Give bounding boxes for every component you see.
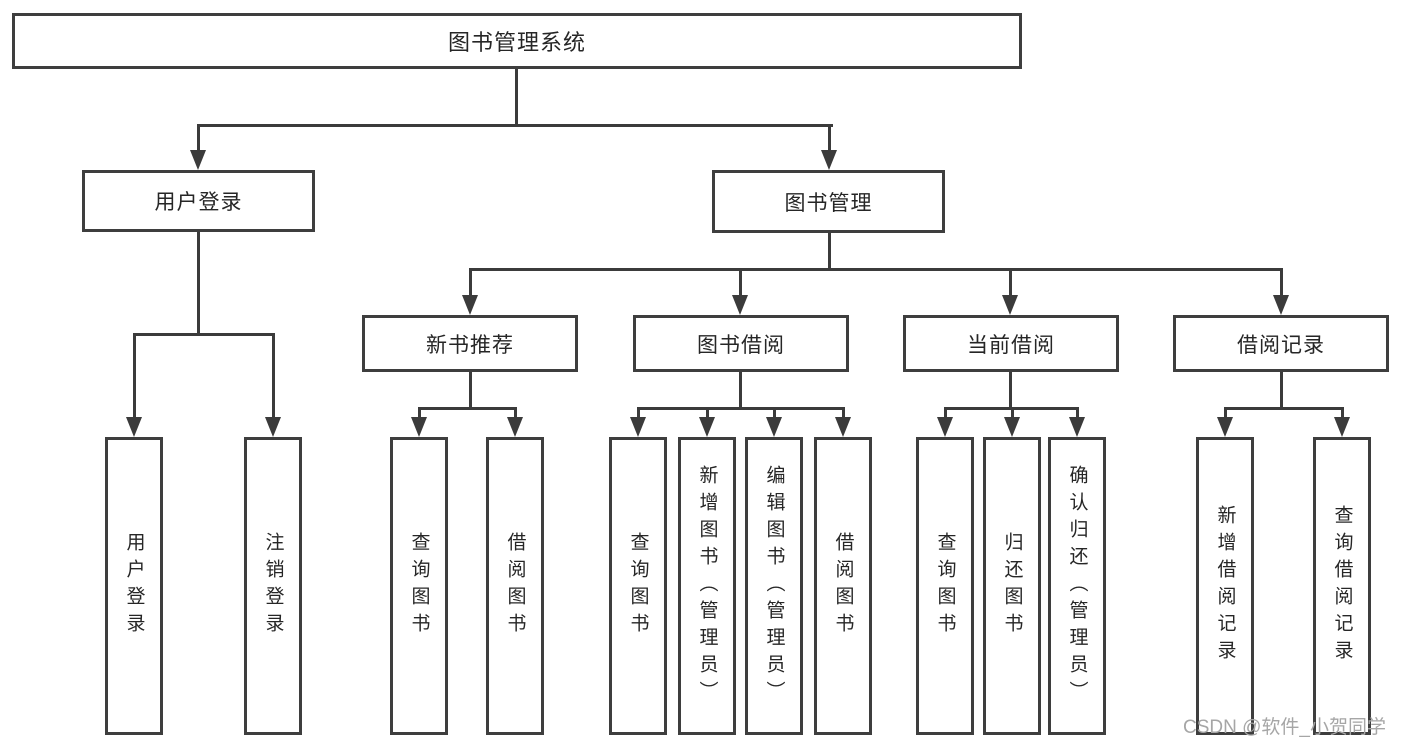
connector-borrow-records-stem	[1280, 371, 1283, 409]
leaf-query-books-3-label: 查询图书	[934, 532, 956, 640]
leaf-logout: 注销登录	[244, 437, 302, 735]
leaf-borrow-books-1-label: 借阅图书	[504, 532, 526, 640]
leaf-borrow-books-2-label: 借阅图书	[832, 532, 854, 640]
connector-branch-level2	[197, 124, 833, 127]
connector-drop-user-login	[197, 124, 200, 152]
arrowhead-leaf	[699, 417, 715, 437]
leaf-confirm-return-admin-label: 确认归还（管理员）	[1066, 464, 1088, 708]
connector-drop-leaf	[1011, 407, 1014, 419]
connector-drop-current-borrow	[1009, 268, 1012, 298]
arrowhead-borrow-records	[1273, 295, 1289, 315]
arrowhead-new-book	[462, 295, 478, 315]
node-root-label: 图书管理系统	[447, 30, 586, 55]
leaf-return-books: 归还图书	[983, 437, 1041, 735]
connector-drop-leaf-login	[133, 333, 136, 418]
connector-new-book-stem	[469, 371, 472, 409]
arrowhead-leaf	[1069, 417, 1085, 437]
arrowhead-leaf	[937, 417, 953, 437]
connector-drop-leaf	[418, 407, 421, 419]
node-book-mgmt: 图书管理	[712, 170, 945, 233]
connector-drop-leaf	[842, 407, 845, 419]
node-borrow-records: 借阅记录	[1173, 315, 1389, 372]
connector-drop-leaf-logout	[272, 333, 275, 418]
leaf-confirm-return-admin: 确认归还（管理员）	[1048, 437, 1106, 735]
connector-branch-user-login	[133, 333, 275, 336]
leaf-query-books-1: 查询图书	[390, 437, 448, 735]
node-user-login: 用户登录	[82, 170, 315, 232]
leaf-edit-books-admin: 编辑图书（管理员）	[745, 437, 803, 735]
arrowhead-leaf-logout	[265, 417, 281, 437]
arrowhead-leaf	[766, 417, 782, 437]
node-root: 图书管理系统	[12, 13, 1022, 69]
connector-book-borrow-stem	[739, 371, 742, 409]
csdn-watermark: CSDN @软件_小贺同学	[1183, 717, 1386, 738]
arrowhead-leaf-login	[126, 417, 142, 437]
leaf-borrow-books-2: 借阅图书	[814, 437, 872, 735]
leaf-query-books-1-label: 查询图书	[408, 532, 430, 640]
connector-drop-book-borrow	[739, 268, 742, 298]
leaf-add-books-admin: 新增图书（管理员）	[678, 437, 736, 735]
leaf-borrow-books-1: 借阅图书	[486, 437, 544, 735]
arrowhead-current-borrow	[1002, 295, 1018, 315]
connector-drop-leaf	[637, 407, 640, 419]
connector-branch-new-book	[418, 407, 517, 410]
node-user-login-label: 用户登录	[154, 191, 243, 214]
connector-drop-leaf	[1076, 407, 1079, 419]
leaf-query-books-2-label: 查询图书	[627, 532, 649, 640]
leaf-add-borrow-record: 新增借阅记录	[1196, 437, 1254, 735]
node-book-mgmt-label: 图书管理	[784, 191, 873, 215]
arrowhead-leaf	[507, 417, 523, 437]
connector-book-mgmt-stem	[828, 232, 831, 270]
node-book-borrow-label: 图书借阅	[697, 333, 785, 357]
connector-drop-leaf	[706, 407, 709, 419]
arrowhead-leaf	[1217, 417, 1233, 437]
connector-branch-borrow-records	[1224, 407, 1344, 410]
node-new-book-rec: 新书推荐	[362, 315, 578, 372]
leaf-user-login-label: 用户登录	[123, 532, 145, 640]
node-borrow-records-label: 借阅记录	[1237, 333, 1325, 357]
arrowhead-leaf	[411, 417, 427, 437]
node-current-borrow-label: 当前借阅	[967, 333, 1055, 357]
node-new-book-rec-label: 新书推荐	[426, 333, 514, 357]
connector-drop-leaf	[773, 407, 776, 419]
leaf-edit-books-admin-label: 编辑图书（管理员）	[763, 464, 785, 708]
leaf-query-books-2: 查询图书	[609, 437, 667, 735]
arrowhead-leaf	[835, 417, 851, 437]
connector-drop-leaf	[514, 407, 517, 419]
leaf-user-login: 用户登录	[105, 437, 163, 735]
leaf-add-borrow-record-label: 新增借阅记录	[1214, 505, 1236, 667]
node-book-borrow: 图书借阅	[633, 315, 849, 372]
leaf-add-books-admin-label: 新增图书（管理员）	[696, 464, 718, 708]
arrowhead-user-login	[190, 150, 206, 170]
leaf-logout-label: 注销登录	[262, 532, 284, 640]
arrowhead-leaf	[1334, 417, 1350, 437]
connector-root-stem	[515, 68, 518, 125]
leaf-query-borrow-record-label: 查询借阅记录	[1331, 505, 1353, 667]
leaf-query-borrow-record: 查询借阅记录	[1313, 437, 1371, 735]
node-current-borrow: 当前借阅	[903, 315, 1119, 372]
connector-branch-book-borrow	[637, 407, 845, 410]
connector-drop-book-mgmt	[828, 124, 831, 152]
arrowhead-book-mgmt	[821, 150, 837, 170]
connector-current-borrow-stem	[1009, 371, 1012, 409]
arrowhead-book-borrow	[732, 295, 748, 315]
arrowhead-leaf	[1004, 417, 1020, 437]
connector-drop-leaf	[944, 407, 947, 419]
connector-drop-new-book	[469, 268, 472, 298]
connector-drop-leaf	[1224, 407, 1227, 419]
connector-drop-leaf	[1341, 407, 1344, 419]
connector-drop-borrow-records	[1280, 268, 1283, 298]
arrowhead-leaf	[630, 417, 646, 437]
leaf-query-books-3: 查询图书	[916, 437, 974, 735]
connector-branch-level3	[469, 268, 1283, 271]
connector-user-login-stem	[197, 231, 200, 335]
leaf-return-books-label: 归还图书	[1001, 532, 1023, 640]
